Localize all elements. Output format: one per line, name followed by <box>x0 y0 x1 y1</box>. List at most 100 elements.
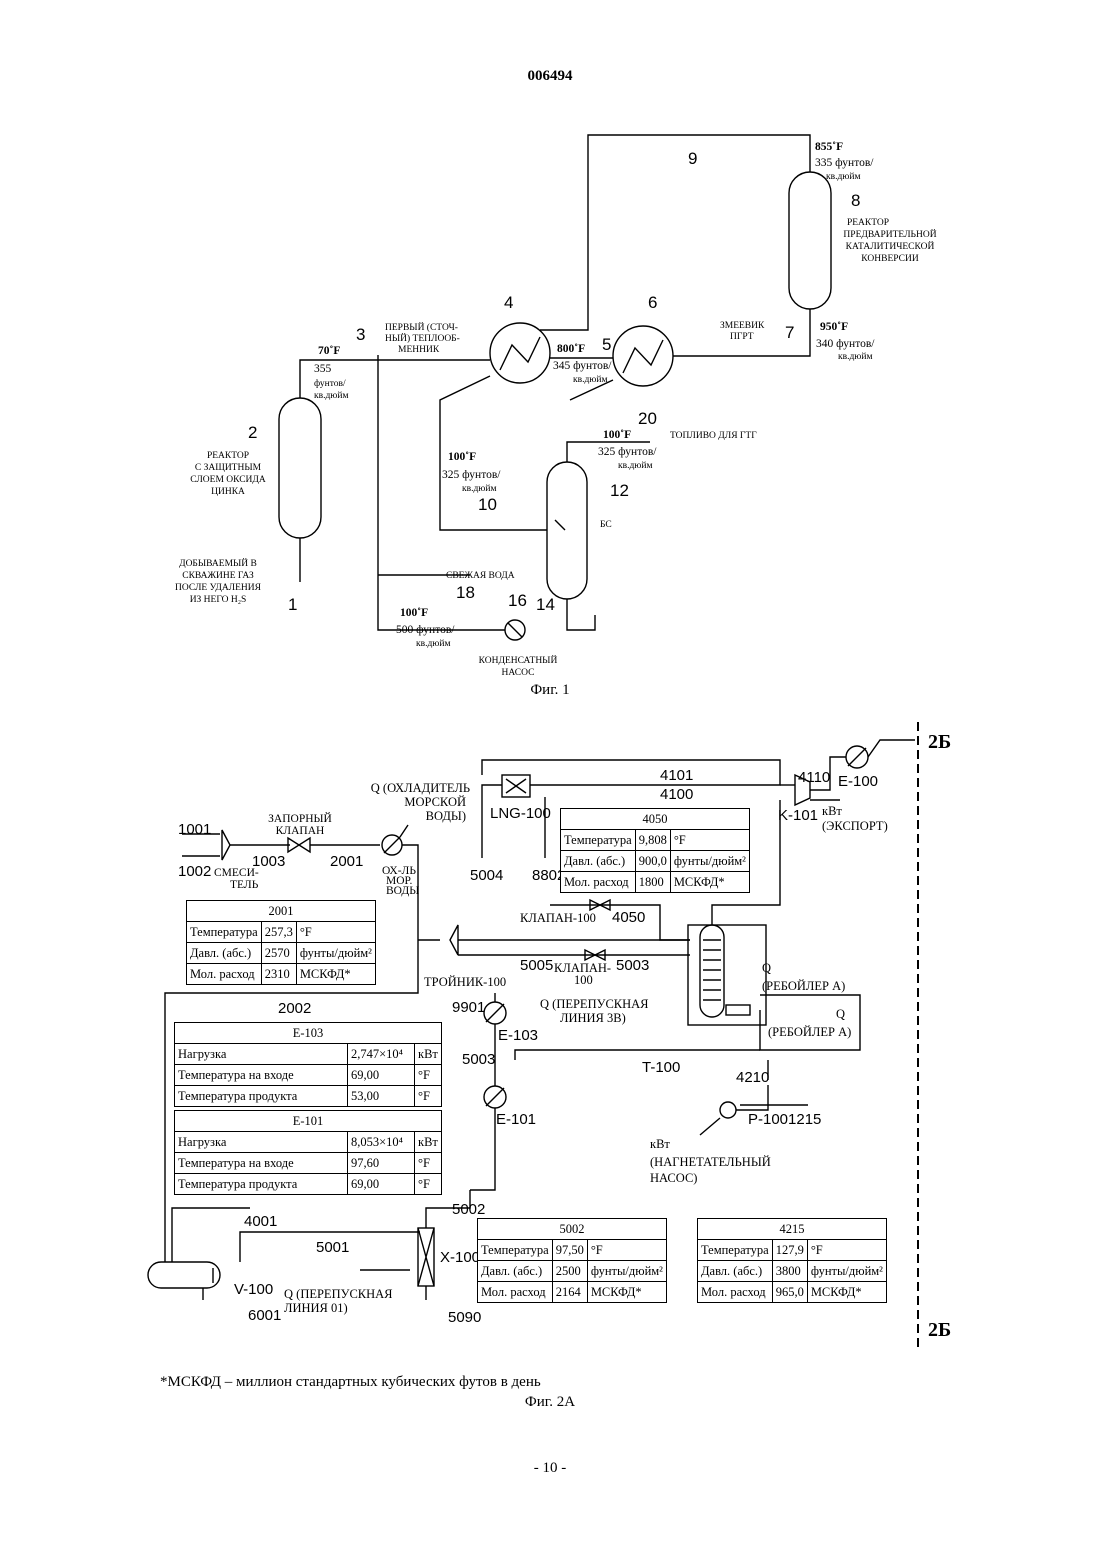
line-5002 <box>470 1108 495 1190</box>
stream-5005: 5005 <box>520 957 553 974</box>
feed-label-1: ДОБЫВАЕМЫЙ В <box>179 557 257 569</box>
feed-label-2: СКВАЖИНЕ ГАЗ <box>182 571 254 581</box>
cell: °F <box>587 1240 666 1261</box>
x100-cross-icon <box>418 1228 434 1286</box>
cond-7-unit: кв.дюйм <box>838 351 873 362</box>
pump-p-100-icon <box>720 1102 736 1118</box>
line-14 <box>567 599 595 630</box>
cell: Давл. (абс.) <box>698 1261 773 1282</box>
table-row: Мол. расход965,0МСКФД* <box>698 1282 887 1303</box>
t-100-label: T-100 <box>642 1059 680 1076</box>
table-row: Температура9,808°F <box>561 830 750 851</box>
cell: Температура продукта <box>175 1086 348 1107</box>
cond-20-temp: 100˚F <box>603 429 631 441</box>
fuel-label: ТОПЛИВО ДЛЯ ГТГ <box>670 431 757 441</box>
cond-7-press: 340 фунтов/ <box>816 338 875 350</box>
cond-10-temp: 100˚F <box>448 451 476 463</box>
cell: МСКФД* <box>670 872 749 893</box>
table-e-103: E-103 Нагрузка2,747×10⁴кВт Температура н… <box>174 1022 442 1107</box>
pump-label-1: КОНДЕНСАТНЫЙ <box>479 654 558 666</box>
cell: 900,0 <box>635 851 670 872</box>
reactor8-label-1: РЕАКТОР <box>847 218 889 228</box>
feed-label-3: ПОСЛЕ УДАЛЕНИЯ <box>175 583 262 593</box>
stream-14: 14 <box>536 595 555 614</box>
table-row: Температура на входе69,00°F <box>175 1065 442 1086</box>
feed-label-4: ИЗ НЕГО H₂S <box>190 595 247 605</box>
reactor8-label-3: КАТАЛИТИЧЕСКОЙ <box>846 240 935 252</box>
stream-10: 10 <box>478 495 497 514</box>
reactor2-label-3: СЛОЕМ ОКСИДА <box>190 475 266 485</box>
reactor2-label-2: С ЗАЩИТНЫМ <box>195 463 262 473</box>
cell: Мол. расход <box>698 1282 773 1303</box>
coil6-label-2: ПГРТ <box>730 332 754 342</box>
kw-export-label-1: кВт <box>822 804 842 818</box>
cell: °F <box>807 1240 886 1261</box>
cond-3-temp: 70˚F <box>318 345 340 357</box>
cell: Мол. расход <box>561 872 636 893</box>
stream-2002: 2002 <box>278 1000 311 1017</box>
stream-6001: 6001 <box>248 1307 281 1324</box>
doc-number: 006494 <box>528 68 574 84</box>
cell: °F <box>415 1153 442 1174</box>
stream-1002: 1002 <box>178 863 211 880</box>
table-title: 4050 <box>561 809 750 830</box>
stream-5: 5 <box>602 335 611 354</box>
q-bypass-label-2: ЛИНИЯ 3В) <box>560 1011 626 1025</box>
stream-4101: 4101 <box>660 767 693 784</box>
reactor-2-vessel <box>279 398 321 538</box>
cell: Температура <box>561 830 636 851</box>
stream-5003-b: 5003 <box>462 1051 495 1068</box>
v-100-label: V-100 <box>234 1281 273 1298</box>
stream-2: 2 <box>248 423 257 442</box>
pump-blade-icon <box>508 623 522 637</box>
table-row: Давл. (абс.)2500фунты/дюйм² <box>478 1261 667 1282</box>
line-4101 <box>482 760 780 785</box>
continuation-top: 2Б <box>928 731 951 753</box>
cond-5-press: 345 фунтов/ <box>553 360 612 372</box>
stream-12: 12 <box>610 481 629 500</box>
lng-100-label: LNG-100 <box>490 805 551 822</box>
column-t-100 <box>700 925 724 1017</box>
stream-5004: 5004 <box>470 867 503 884</box>
stream-2001: 2001 <box>330 853 363 870</box>
table-row: Давл. (абс.)3800фунты/дюйм² <box>698 1261 887 1282</box>
cell: Температура продукта <box>175 1174 348 1195</box>
stream-8: 8 <box>851 191 860 210</box>
mixer-icon <box>222 830 230 860</box>
cell: 69,00 <box>348 1174 415 1195</box>
stream-5001: 5001 <box>316 1239 349 1256</box>
stream-18: 18 <box>456 583 475 602</box>
table-row: Нагрузка8,053×10⁴кВт <box>175 1132 442 1153</box>
cell: Давл. (абс.) <box>478 1261 553 1282</box>
cond-9-temp: 855˚F <box>815 141 843 153</box>
reactor8-label-4: КОНВЕРСИИ <box>861 254 919 264</box>
e-103-label: E-103 <box>498 1027 538 1044</box>
stream-4050: 4050 <box>612 909 645 926</box>
cell: 2570 <box>261 943 296 964</box>
e100-outlet <box>868 740 915 757</box>
cell: 53,00 <box>348 1086 415 1107</box>
cond-20-press: 325 фунтов/ <box>598 446 657 458</box>
stream-4001: 4001 <box>244 1213 277 1230</box>
cond-10-unit: кв.дюйм <box>462 483 497 494</box>
pump-label-2: НАСОС <box>502 668 535 678</box>
coil6-zigzag-icon <box>623 340 663 373</box>
q-bypass-label-1: Q (ПЕРЕПУСКНАЯ <box>540 997 649 1011</box>
lng-hatch-icon <box>506 779 526 793</box>
cell: фунты/дюйм² <box>296 943 375 964</box>
stream-1003: 1003 <box>252 853 285 870</box>
table-5002: 5002 Температура97,50°F Давл. (абс.)2500… <box>477 1218 667 1303</box>
cell: °F <box>415 1065 442 1086</box>
valve-100-label: КЛАПАН-100 <box>520 911 596 925</box>
line-4001 <box>172 1208 250 1262</box>
table-row: Температура97,50°F <box>478 1240 667 1261</box>
cell: 965,0 <box>772 1282 807 1303</box>
stream-5003-a: 5003 <box>616 957 649 974</box>
stream-3: 3 <box>356 325 365 344</box>
cell: кВт <box>415 1132 442 1153</box>
continuation-bottom: 2Б <box>928 1319 951 1341</box>
table-row: Давл. (абс.)900,0фунты/дюйм² <box>561 851 750 872</box>
kw-pump-label-2: (НАГНЕТАТЕЛЬНЫЙ <box>650 1155 771 1169</box>
stream-4100: 4100 <box>660 786 693 803</box>
cell: Температура <box>478 1240 553 1261</box>
